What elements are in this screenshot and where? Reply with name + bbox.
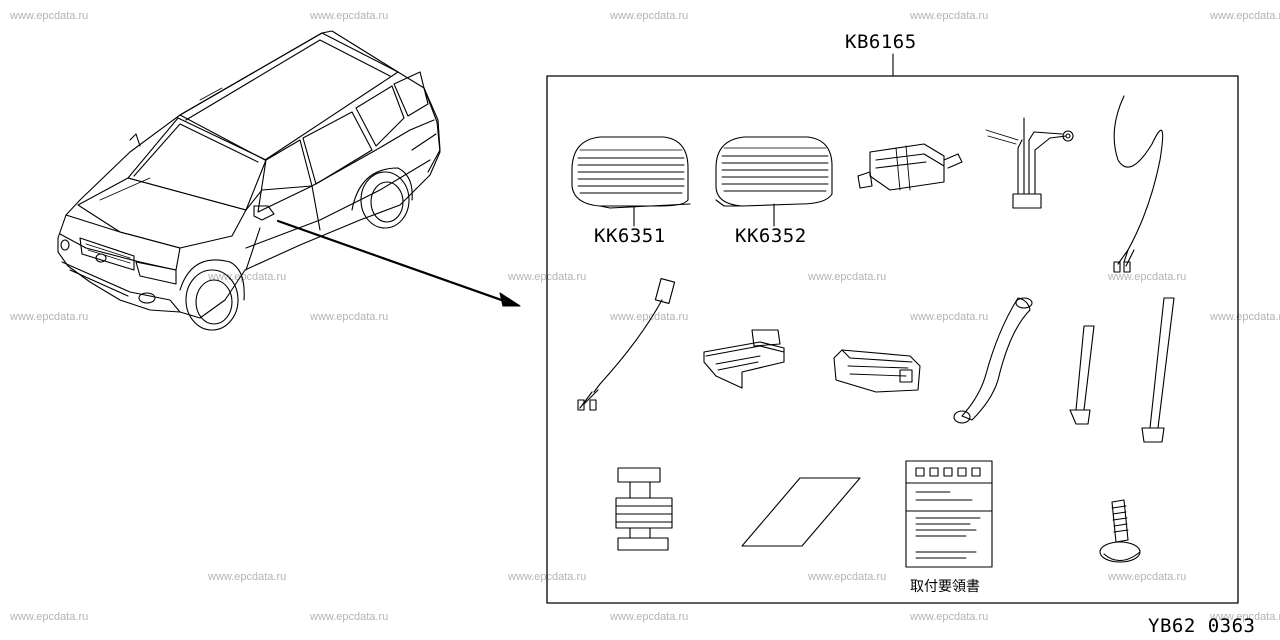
connector-b-drawing [834, 350, 920, 392]
watermark-text: www.epcdata.ru [310, 10, 389, 22]
fog-lamp-right-drawing [716, 137, 832, 226]
watermark-text: www.epcdata.ru [1210, 311, 1280, 323]
wire-harness-drawing [1114, 96, 1163, 272]
watermark-text: www.epcdata.ru [10, 10, 89, 22]
adhesive-tape-drawing [742, 478, 860, 546]
watermark-text: www.epcdata.ru [208, 571, 287, 583]
part-label-kk6352: KK6352 [735, 225, 807, 247]
watermark-text: www.epcdata.ru [10, 311, 89, 323]
switch-drawing [858, 144, 962, 190]
figure-code: YB62 0363 [1148, 615, 1256, 637]
watermark-text: www.epcdata.ru [310, 311, 389, 323]
pigtail-wire-drawing [578, 279, 675, 410]
part-label-kk6351: KK6351 [594, 225, 666, 247]
watermark-text: www.epcdata.ru [610, 611, 689, 623]
cable-tie-short-drawing [1070, 326, 1094, 424]
kit-code-label: KB6165 [845, 31, 917, 53]
grommet-drawing [616, 468, 672, 550]
watermark-text: www.epcdata.ru [610, 311, 689, 323]
callout-arrow [278, 221, 520, 306]
manual-label: 取付要領書 [910, 579, 980, 595]
watermark-text: www.epcdata.ru [910, 311, 989, 323]
watermark-text: www.epcdata.ru [1108, 571, 1187, 583]
watermark-text: www.epcdata.ru [208, 271, 287, 283]
cable-tie-long-drawing [1142, 298, 1174, 442]
corrugated-tube-drawing [954, 298, 1032, 423]
connector-a-drawing [704, 330, 784, 388]
watermark-text: www.epcdata.ru [1210, 611, 1280, 623]
harness-connector-drawing [986, 118, 1073, 208]
fog-lamp-left-drawing [572, 137, 690, 226]
watermark-text: www.epcdata.ru [808, 271, 887, 283]
watermark-text: www.epcdata.ru [310, 611, 389, 623]
watermark-text: www.epcdata.ru [1210, 10, 1280, 22]
manual-drawing [906, 461, 992, 567]
watermark-text: www.epcdata.ru [808, 571, 887, 583]
watermark-text: www.epcdata.ru [910, 611, 989, 623]
watermark-text: www.epcdata.ru [910, 10, 989, 22]
watermark-text: www.epcdata.ru [1108, 271, 1187, 283]
watermark-text: www.epcdata.ru [610, 10, 689, 22]
screw-drawing [1100, 500, 1140, 562]
watermark-text: www.epcdata.ru [10, 611, 89, 623]
kit-box [547, 76, 1238, 603]
vehicle-illustration [58, 31, 440, 330]
